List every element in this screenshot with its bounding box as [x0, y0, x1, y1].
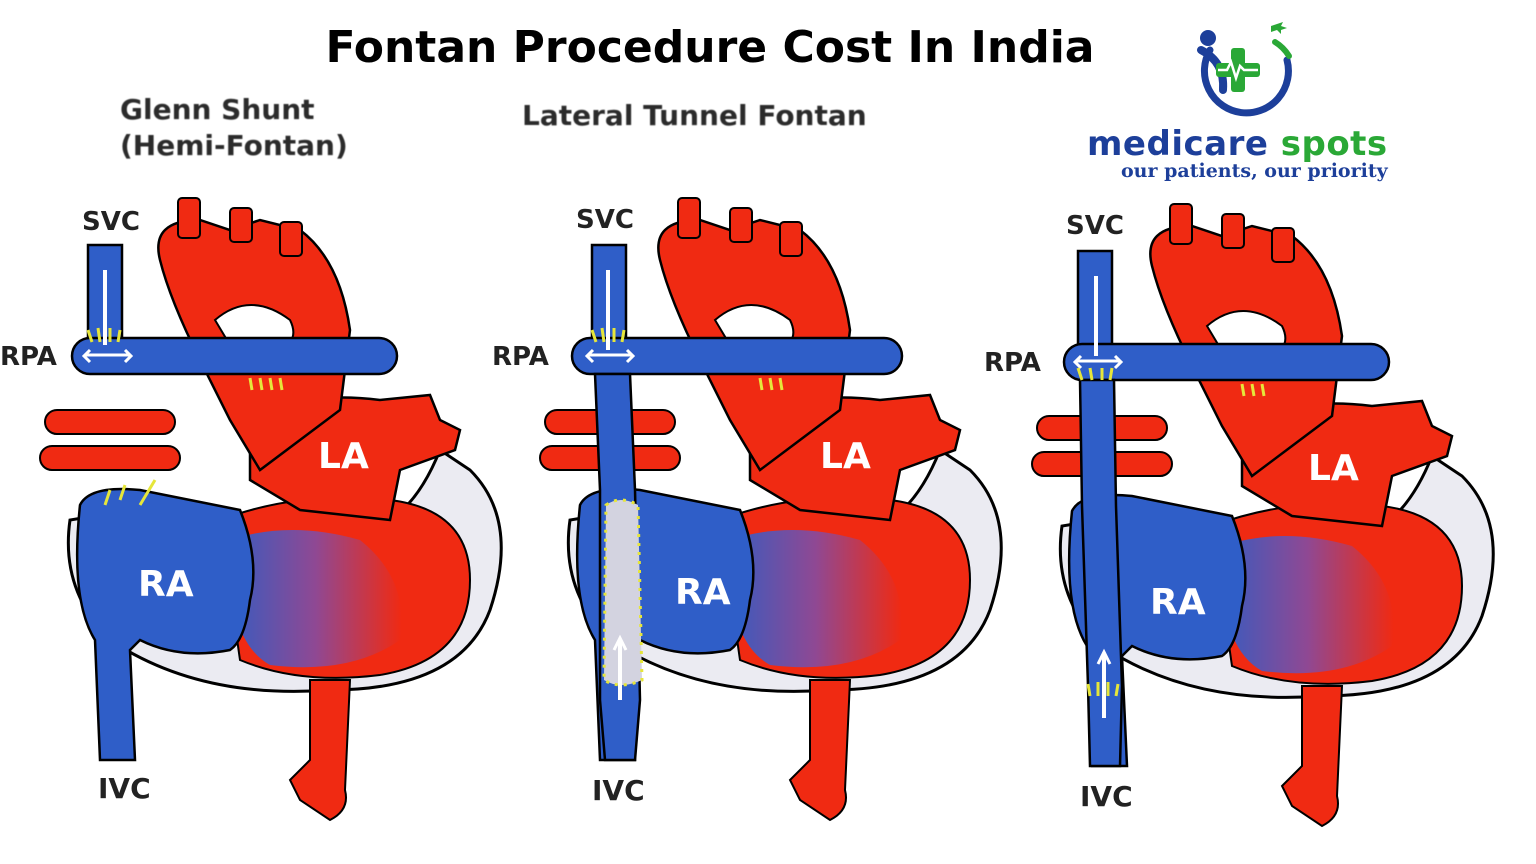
- label-la: LA: [1308, 448, 1359, 489]
- brand-tagline: our patients, our priority: [1121, 160, 1388, 182]
- brand-logo: medicare spots our patients, our priorit…: [1075, 20, 1415, 182]
- label-svc: SVC: [576, 205, 634, 235]
- caption-glenn-line1: Glenn Shunt: [120, 93, 315, 126]
- page-title: Fontan Procedure Cost In India: [325, 22, 1095, 73]
- tunnel-baffle: [602, 498, 644, 687]
- label-ivc: IVC: [1080, 780, 1133, 813]
- brand-name-part1: medicare: [1087, 124, 1269, 164]
- brand-name: medicare spots: [1087, 124, 1388, 164]
- caption-glenn-shunt: Glenn Shunt (Hemi-Fontan): [120, 92, 348, 164]
- label-ivc: IVC: [98, 772, 151, 805]
- panel-glenn-shunt: SVC RPA LA RA IVC: [0, 196, 503, 822]
- label-ra: RA: [138, 564, 194, 605]
- label-la: LA: [318, 436, 369, 477]
- panel-lateral-tunnel: SVC RPA LA RA IVC: [492, 196, 1003, 822]
- brand-name-part2: spots: [1280, 124, 1388, 164]
- caption-glenn-line2: (Hemi-Fontan): [120, 129, 348, 162]
- logo-icon: [1197, 22, 1292, 117]
- label-la: LA: [820, 436, 871, 477]
- caption-lateral-tunnel: Lateral Tunnel Fontan: [522, 99, 867, 132]
- panel-extracardiac-fontan: SVC RPA LA RA IVC: [984, 202, 1495, 828]
- label-ra: RA: [675, 572, 731, 613]
- label-svc: SVC: [1066, 211, 1124, 241]
- label-rpa: RPA: [0, 342, 57, 372]
- label-rpa: RPA: [492, 342, 549, 372]
- conduit: [1078, 378, 1124, 768]
- rpa-vessel: [70, 336, 399, 376]
- label-ra: RA: [1150, 582, 1206, 623]
- label-svc: SVC: [82, 207, 140, 237]
- label-rpa: RPA: [984, 348, 1041, 378]
- label-ivc: IVC: [592, 774, 645, 807]
